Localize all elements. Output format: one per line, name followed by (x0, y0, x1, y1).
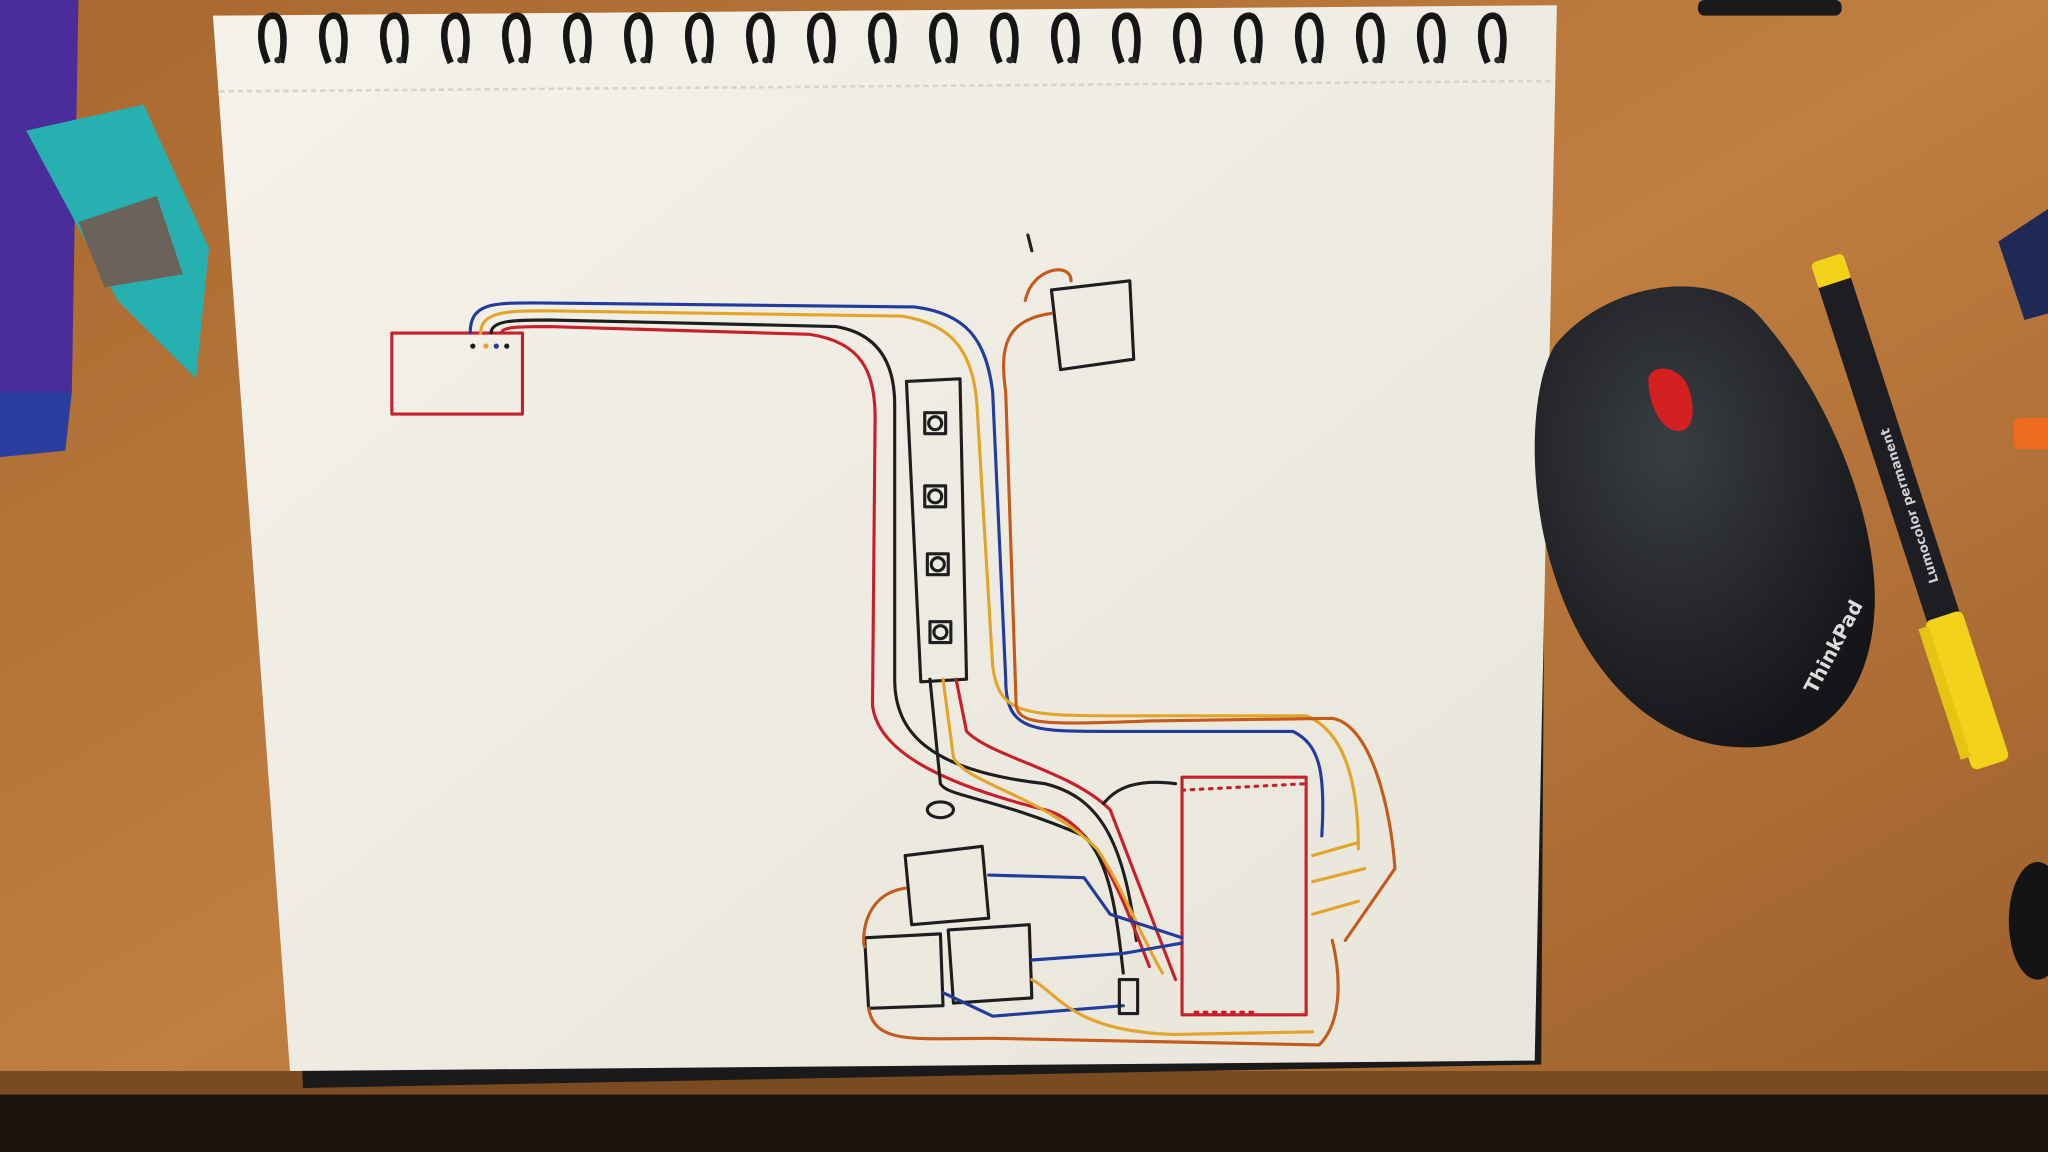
binding-hole (701, 56, 710, 64)
spiral-ring (1356, 12, 1385, 65)
spiral-ring (563, 12, 592, 65)
spiral-ring (929, 12, 958, 65)
sketch-box-1 (903, 844, 991, 927)
sketch-button-strip (904, 377, 969, 684)
mouse-trackpoint-button (1648, 368, 1693, 432)
floor-shadow (0, 1090, 2048, 1152)
orange-cap (2014, 417, 2048, 450)
binding-hole (1494, 56, 1503, 64)
binding-hole (335, 56, 344, 64)
dark-object (2008, 862, 2048, 980)
binding-hole (640, 56, 649, 64)
binding-hole (457, 56, 466, 64)
circuit-board (1998, 208, 2048, 320)
spiral-ring (441, 12, 470, 65)
binding-hole (1311, 56, 1320, 64)
spiral-ring (1295, 12, 1324, 65)
binding-hole (884, 56, 893, 64)
binding-hole (1128, 56, 1137, 64)
binding-hole (1067, 56, 1076, 64)
spiral-ring (746, 12, 775, 65)
cloth (0, 0, 209, 458)
spiral-ring (807, 12, 836, 65)
sketch-box-3 (946, 923, 1034, 1005)
binding-hole (1189, 56, 1198, 64)
spiral-ring (502, 12, 531, 65)
sketch-module-left (390, 331, 525, 416)
spiral-ring (624, 12, 653, 65)
sketchbook-page (212, 5, 1557, 1072)
binding-hole (1250, 56, 1259, 64)
binding-hole (579, 56, 588, 64)
spiral-ring (258, 12, 287, 65)
binding-hole (1006, 56, 1015, 64)
perforation-line (219, 79, 1552, 93)
spiral-ring (1173, 12, 1202, 65)
spiral-ring (990, 12, 1019, 65)
spiral-ring (380, 12, 409, 65)
spiral-ring (1478, 12, 1507, 65)
sketch-main-board (1180, 775, 1308, 1017)
spiral-ring (685, 12, 714, 65)
spiral-ring (868, 12, 897, 65)
binding-hole (945, 56, 954, 64)
wiring-sketch (390, 233, 1397, 1047)
spiral-ring (319, 12, 348, 65)
spiral-ring (1234, 12, 1263, 65)
sketch-module-top (1049, 279, 1136, 372)
spiral-ring (1417, 12, 1446, 65)
binding-hole (1433, 56, 1442, 64)
binding-hole (396, 56, 405, 64)
marker-pen: Lumocolor permanent (1811, 254, 2009, 770)
computer-mouse: ThinkPad (1534, 286, 1875, 748)
spiral-binding (258, 12, 1507, 65)
spiral-ring (1051, 12, 1080, 65)
spiral-ring (1112, 12, 1141, 65)
binding-hole (762, 56, 771, 64)
binding-hole (518, 56, 527, 64)
binding-hole (823, 56, 832, 64)
cable-top (1697, 0, 1842, 16)
binding-hole (1372, 56, 1381, 64)
sketch-box-2 (863, 932, 945, 1010)
binding-hole (274, 56, 283, 64)
